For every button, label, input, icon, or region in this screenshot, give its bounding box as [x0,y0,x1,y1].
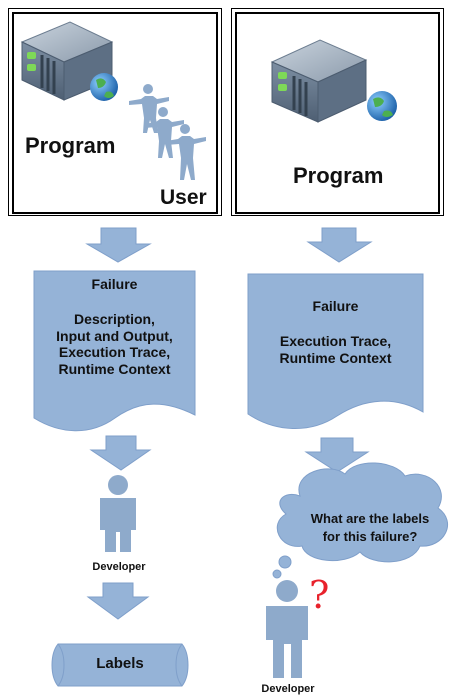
right-developer-icon [266,580,308,678]
thought-line: What are the labels [310,511,430,526]
left-failure-line: Execution Trace, [58,344,171,361]
left-developer-icon [100,475,136,552]
left-globe-icon [90,73,118,101]
thought-bubble-text: What are the labels for this failure? [285,510,453,545]
arrow-down-left-2 [89,435,152,471]
question-mark: ? [309,573,330,617]
user-label: User [160,186,207,209]
right-globe-icon [367,91,397,121]
right-failure-document [247,273,424,429]
right-failure-line: Runtime Context [279,349,392,366]
arrow-down-right-1 [306,227,373,263]
left-failure-text: Failure Description, Input and Output, E… [34,276,195,378]
right-failure-line: Execution Trace, [279,332,392,349]
right-server-icon [270,39,368,123]
right-failure-title: Failure [312,298,359,314]
left-server-icon [20,21,114,101]
left-program-label: Program [25,133,116,158]
right-failure-text: Failure Execution Trace, Runtime Context [248,298,423,366]
left-failure-line: Runtime Context [58,361,171,378]
thought-line: for this failure? [322,528,418,544]
arrow-down-left-1 [85,227,152,263]
user-group-icon [129,84,206,180]
right-developer-label: Developer [261,683,315,695]
arrow-down-right-2 [304,437,370,473]
right-program-label: Program [293,163,384,188]
left-developer-label: Developer [92,561,146,573]
left-failure-line: Description, [74,310,155,327]
thought-bubble [272,462,449,579]
left-failure-title: Failure [91,276,138,292]
labels-box-text: Labels [96,655,144,672]
arrow-down-left-3 [86,582,150,620]
left-failure-line: Input and Output, [56,327,173,344]
labels-cylinder [51,643,189,687]
left-failure-document [33,270,196,432]
